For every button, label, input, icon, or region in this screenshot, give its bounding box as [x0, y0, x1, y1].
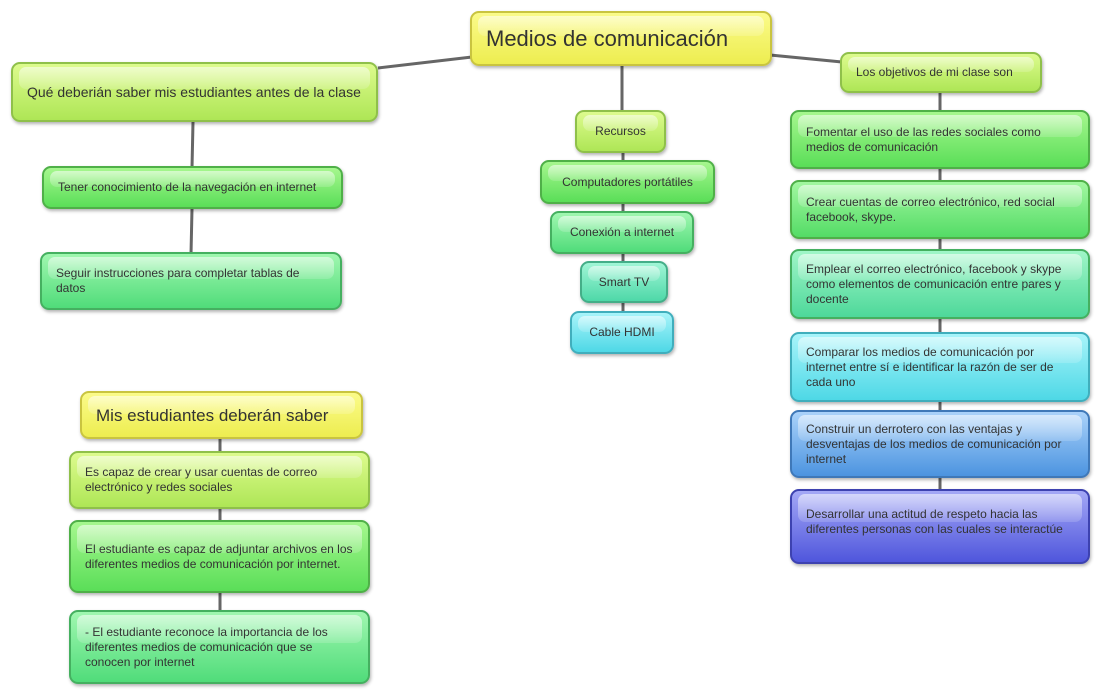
- learning-outcome-item[interactable]: Es capaz de crear y usar cuentas de corr…: [69, 451, 370, 509]
- prior-knowledge-node[interactable]: Qué deberián saber mis estudiantes antes…: [11, 62, 378, 122]
- resources-node[interactable]: Recursos: [575, 110, 666, 153]
- prior-knowledge-item[interactable]: Tener conocimiento de la navegación en i…: [42, 166, 343, 209]
- root-node[interactable]: Medios de comunicación: [470, 11, 772, 66]
- objective-item[interactable]: Desarrollar una actitud de respeto hacia…: [790, 489, 1090, 564]
- objective-item[interactable]: Crear cuentas de correo electrónico, red…: [790, 180, 1090, 239]
- resource-item[interactable]: Smart TV: [580, 261, 668, 303]
- resource-item[interactable]: Computadores portátiles: [540, 160, 715, 204]
- connector: [190, 121, 195, 169]
- objective-item[interactable]: Construir un derrotero con las ventajas …: [790, 410, 1090, 478]
- resource-item[interactable]: Cable HDMI: [570, 311, 674, 354]
- learning-outcomes-node[interactable]: Mis estudiantes deberán saber: [80, 391, 363, 439]
- connector: [377, 55, 473, 70]
- prior-knowledge-item[interactable]: Seguir instrucciones para completar tabl…: [40, 252, 342, 310]
- objective-item[interactable]: Emplear el correo electrónico, facebook …: [790, 249, 1090, 319]
- learning-outcome-item[interactable]: El estudiante es capaz de adjuntar archi…: [69, 520, 370, 593]
- objective-item[interactable]: Comparar los medios de comunicación por …: [790, 332, 1090, 402]
- objectives-node[interactable]: Los objetivos de mi clase son: [840, 52, 1042, 93]
- connector: [189, 208, 194, 255]
- learning-outcome-item[interactable]: - El estudiante reconoce la importancia …: [69, 610, 370, 684]
- resource-item[interactable]: Conexión a internet: [550, 211, 694, 254]
- objective-item[interactable]: Fomentar el uso de las redes sociales co…: [790, 110, 1090, 169]
- connector: [769, 53, 843, 64]
